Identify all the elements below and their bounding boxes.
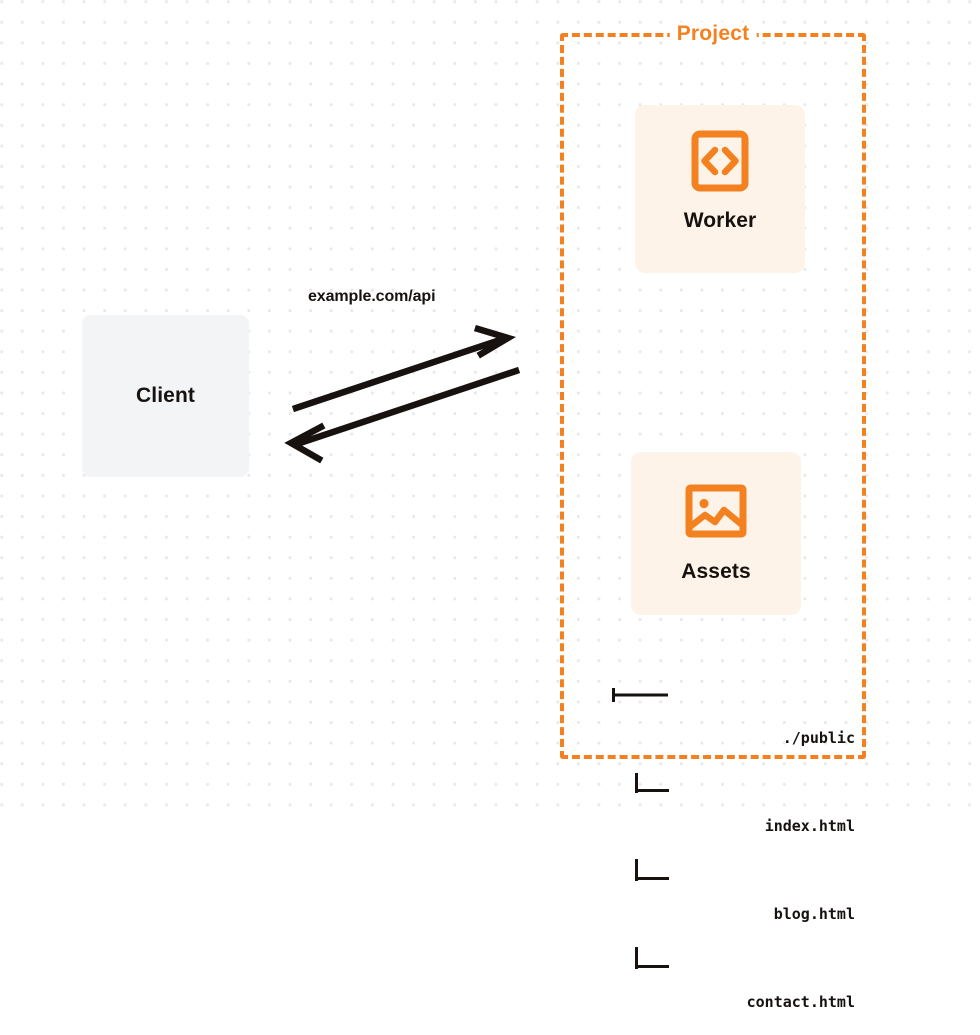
response-arrow [284, 366, 521, 464]
request-arrow [291, 324, 517, 413]
connection-url-label: example.com/api [308, 288, 436, 305]
tree-item-label: contact.html [746, 993, 855, 1011]
image-picture-icon [685, 484, 747, 538]
tree-branch-icon [635, 947, 669, 969]
assets-card[interactable]: Assets [631, 452, 801, 615]
tree-item-label: index.html [764, 817, 855, 835]
tree-item-label: blog.html [773, 905, 855, 923]
client-node[interactable]: Client [82, 315, 249, 477]
code-brackets-icon [691, 130, 749, 192]
worker-card[interactable]: Worker [635, 105, 805, 273]
tree-row: ./public [611, 683, 856, 747]
tree-branch-icon [612, 688, 668, 702]
assets-file-tree: ./public index.html blog.html [611, 617, 856, 1035]
project-title: Project [669, 22, 757, 46]
tree-row: index.html [611, 771, 856, 835]
tree-item-label: ./public [782, 729, 855, 747]
client-label: Client [136, 384, 195, 407]
diagram-canvas: Client example.com/api Project Worker [0, 0, 980, 1011]
assets-label: Assets [681, 560, 751, 583]
project-group: Project Worker Assets [560, 22, 866, 1011]
tree-branch-icon [635, 859, 669, 881]
tree-row: blog.html [611, 859, 856, 923]
tree-row: contact.html [611, 947, 856, 1011]
worker-label: Worker [683, 209, 757, 232]
tree-branch-icon [635, 773, 669, 793]
